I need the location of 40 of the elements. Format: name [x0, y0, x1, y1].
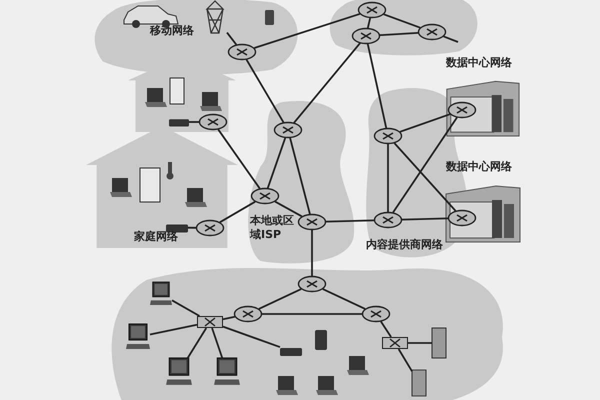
link-line: [322, 288, 366, 310]
link-line: [289, 138, 311, 214]
link-line: [402, 217, 448, 221]
link-line: [394, 142, 456, 212]
link-line: [383, 13, 421, 29]
link-line: [274, 200, 302, 218]
network-label: 家庭网络: [134, 230, 179, 244]
link-line: [150, 324, 198, 336]
link-line: [311, 230, 313, 276]
link-line: [172, 300, 200, 317]
network-label: 本地或区域ISP: [250, 214, 295, 242]
link-line: [380, 32, 418, 36]
link-line: [186, 328, 208, 358]
link-line: [380, 321, 392, 338]
link-line: [293, 42, 361, 124]
link-line: [219, 200, 256, 224]
link-line: [392, 116, 458, 214]
link-line: [400, 113, 450, 133]
network-heading: 数据中心网络: [446, 56, 513, 70]
link-line: [226, 32, 238, 46]
link-line: [189, 121, 199, 123]
link-line: [258, 288, 302, 310]
network-heading: 数据中心网络: [446, 160, 513, 174]
link-line: [222, 326, 280, 348]
link-line: [188, 226, 196, 229]
link-line: [408, 342, 432, 344]
link-line: [262, 313, 362, 315]
link-line: [326, 219, 374, 223]
link-line: [246, 59, 284, 123]
network-label: 内容提供商网络: [366, 238, 444, 252]
link-line: [443, 36, 458, 43]
link-line: [366, 44, 388, 128]
link-line: [222, 316, 236, 320]
link-line: [217, 128, 261, 190]
link-line: [387, 144, 389, 212]
link-line: [366, 18, 372, 28]
link-line: [266, 138, 286, 188]
link-line: [211, 328, 224, 358]
link-line: [254, 13, 360, 49]
link-line: [398, 348, 413, 372]
